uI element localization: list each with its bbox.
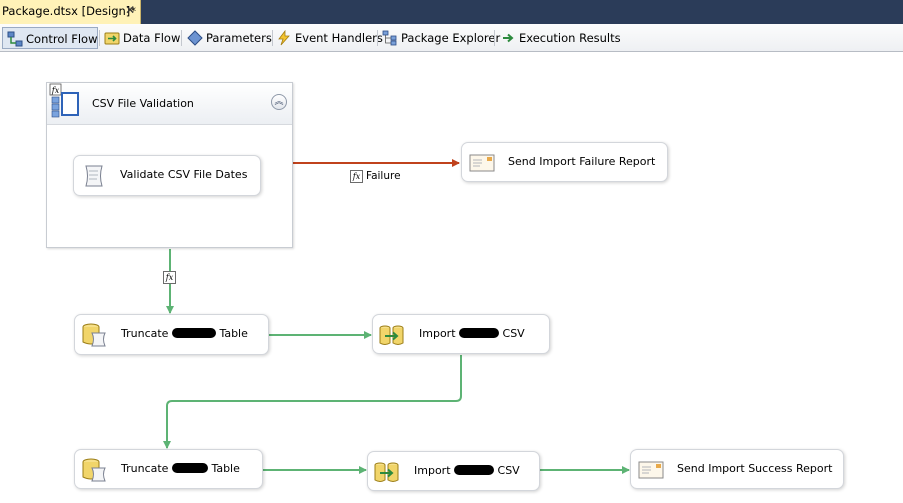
task-import-csv-2[interactable]: Import CSV [367,451,540,491]
collapse-icon[interactable]: ︽ [271,94,287,110]
task-validate-csv-file-dates[interactable]: Validate CSV File Dates [73,155,261,196]
close-icon[interactable]: ✕ [125,3,136,17]
event-handlers-icon [278,30,290,46]
tab-control-flow[interactable]: Control Flow [2,27,98,49]
task-label: Truncate Table [121,327,248,340]
tab-data-flow[interactable]: Data Flow [100,27,180,49]
designer-tab-bar: Control Flow Data Flow Parameters Event … [0,24,903,52]
task-label: Import CSV [419,327,525,340]
package-explorer-icon [382,30,397,46]
container-title: CSV File Validation [92,97,194,110]
task-truncate-table-1[interactable]: Truncate Table [74,314,269,355]
tab-execution-results[interactable]: Execution Results [496,27,621,49]
tab-label: Parameters [206,31,272,45]
task-send-import-success-report[interactable]: Send Import Success Report [630,449,844,489]
expression-icon: fx [350,170,363,183]
tab-parameters[interactable]: Parameters [183,27,272,49]
parameters-icon [187,30,203,46]
control-flow-icon [7,31,23,47]
expression-icon: fx [163,271,176,284]
document-tab-package[interactable]: Package.dtsx [Design]* ✕ [0,0,141,24]
execution-results-icon [503,33,514,43]
tab-label: Event Handlers [295,31,383,45]
document-tab-title: Package.dtsx [Design]* [2,4,137,18]
tab-separator [494,30,495,46]
task-label: Send Import Failure Report [508,155,656,168]
tab-separator [377,30,378,46]
data-flow-task-icon [379,325,404,345]
data-flow-task-icon [374,462,399,482]
redacted-text [454,465,495,475]
redacted-text [171,463,208,473]
task-import-csv-1[interactable]: Import CSV [372,314,550,354]
task-truncate-table-2[interactable]: Truncate Table [74,449,263,489]
tab-label: Control Flow [26,32,98,46]
task-label: Validate CSV File Dates [120,168,248,181]
container-header[interactable]: fx CSV File Validation ︽ [47,83,292,125]
execute-sql-icon [82,458,106,482]
execute-sql-icon [82,323,106,347]
tab-separator [99,30,100,46]
success-constraint[interactable] [163,355,462,449]
data-flow-icon [104,32,120,45]
tab-package-explorer[interactable]: Package Explorer [378,27,500,49]
failure-constraint-label: Failure [366,170,401,182]
task-label: Truncate Table [121,462,240,475]
send-mail-icon [638,461,664,479]
task-label: Import CSV [414,464,520,477]
document-tab-strip: Package.dtsx [Design]* ✕ [0,0,903,24]
send-mail-icon [469,154,495,172]
redacted-text [171,328,216,338]
tab-separator [272,30,273,46]
redacted-text [459,328,500,338]
tab-event-handlers[interactable]: Event Handlers [272,27,383,49]
sequence-container-icon: fx [49,83,79,118]
tab-label: Package Explorer [401,31,501,45]
tab-separator [181,30,182,46]
tab-label: Data Flow [123,31,181,45]
script-task-icon [85,165,103,187]
tab-label: Execution Results [519,31,621,45]
task-label: Send Import Success Report [677,462,833,475]
svg-text:fx: fx [51,86,60,95]
task-send-import-failure-report[interactable]: Send Import Failure Report [461,142,668,182]
